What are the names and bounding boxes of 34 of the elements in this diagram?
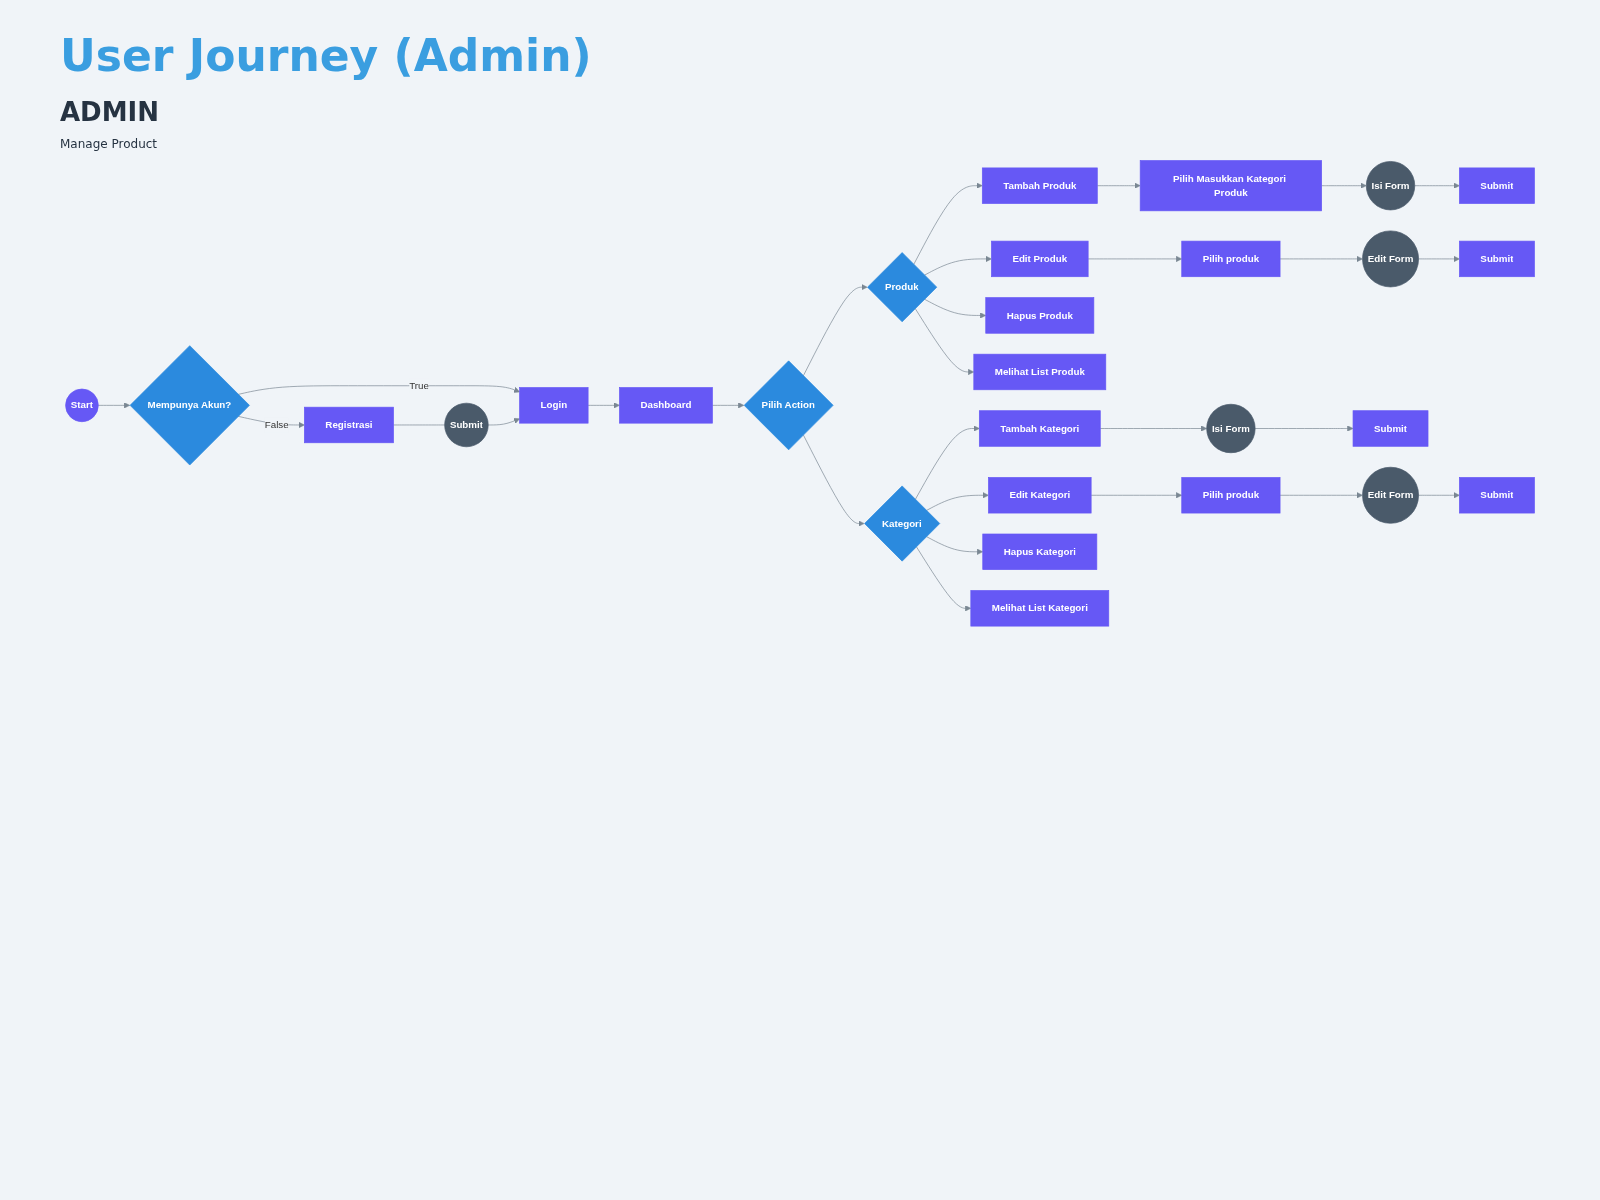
node-box: Submit xyxy=(1459,477,1535,514)
node-box: Edit Kategori xyxy=(988,477,1092,514)
node-box: Melihat List Kategori xyxy=(970,590,1110,627)
node-box: Registrasi xyxy=(304,406,394,444)
node-box: Dashboard xyxy=(619,387,713,424)
node-diamond: Mempunya Akun? xyxy=(129,345,250,466)
node-box: Melihat List Produk xyxy=(973,353,1107,391)
subheading: Manage Product xyxy=(60,137,158,151)
node-circle: Edit Form xyxy=(1362,466,1419,524)
node-box: Hapus Produk xyxy=(985,297,1095,334)
node-box: Edit Produk xyxy=(991,240,1089,278)
section-heading: ADMIN xyxy=(60,97,159,127)
node-circle: Edit Form xyxy=(1362,230,1419,288)
node-circle: Start xyxy=(65,388,99,423)
diagram-title: User Journey (Admin) xyxy=(60,30,592,81)
node-diamond: Produk xyxy=(867,252,938,323)
node-box: Pilih produk xyxy=(1181,477,1281,514)
node-box: Pilih Masukkan Kategori Produk xyxy=(1139,160,1322,212)
node-box: Tambah Produk xyxy=(981,167,1098,204)
node-circle: Submit xyxy=(444,402,489,448)
node-circle: Isi Form xyxy=(1206,403,1256,454)
node-box: Submit xyxy=(1459,167,1535,204)
node-box: Submit xyxy=(1352,410,1429,447)
node-box: Pilih produk xyxy=(1181,240,1281,278)
node-circle: Isi Form xyxy=(1365,161,1416,211)
node-box: Login xyxy=(519,387,589,424)
connector xyxy=(393,424,445,426)
edge-label: True xyxy=(409,379,429,391)
node-box: Hapus Kategori xyxy=(982,533,1098,570)
node-box: Tambah Kategori xyxy=(979,410,1101,447)
node-diamond: Kategori xyxy=(864,485,941,562)
node-box: Submit xyxy=(1459,240,1535,278)
edge-label: False xyxy=(264,419,289,431)
node-diamond: Pilih Action xyxy=(743,360,834,451)
